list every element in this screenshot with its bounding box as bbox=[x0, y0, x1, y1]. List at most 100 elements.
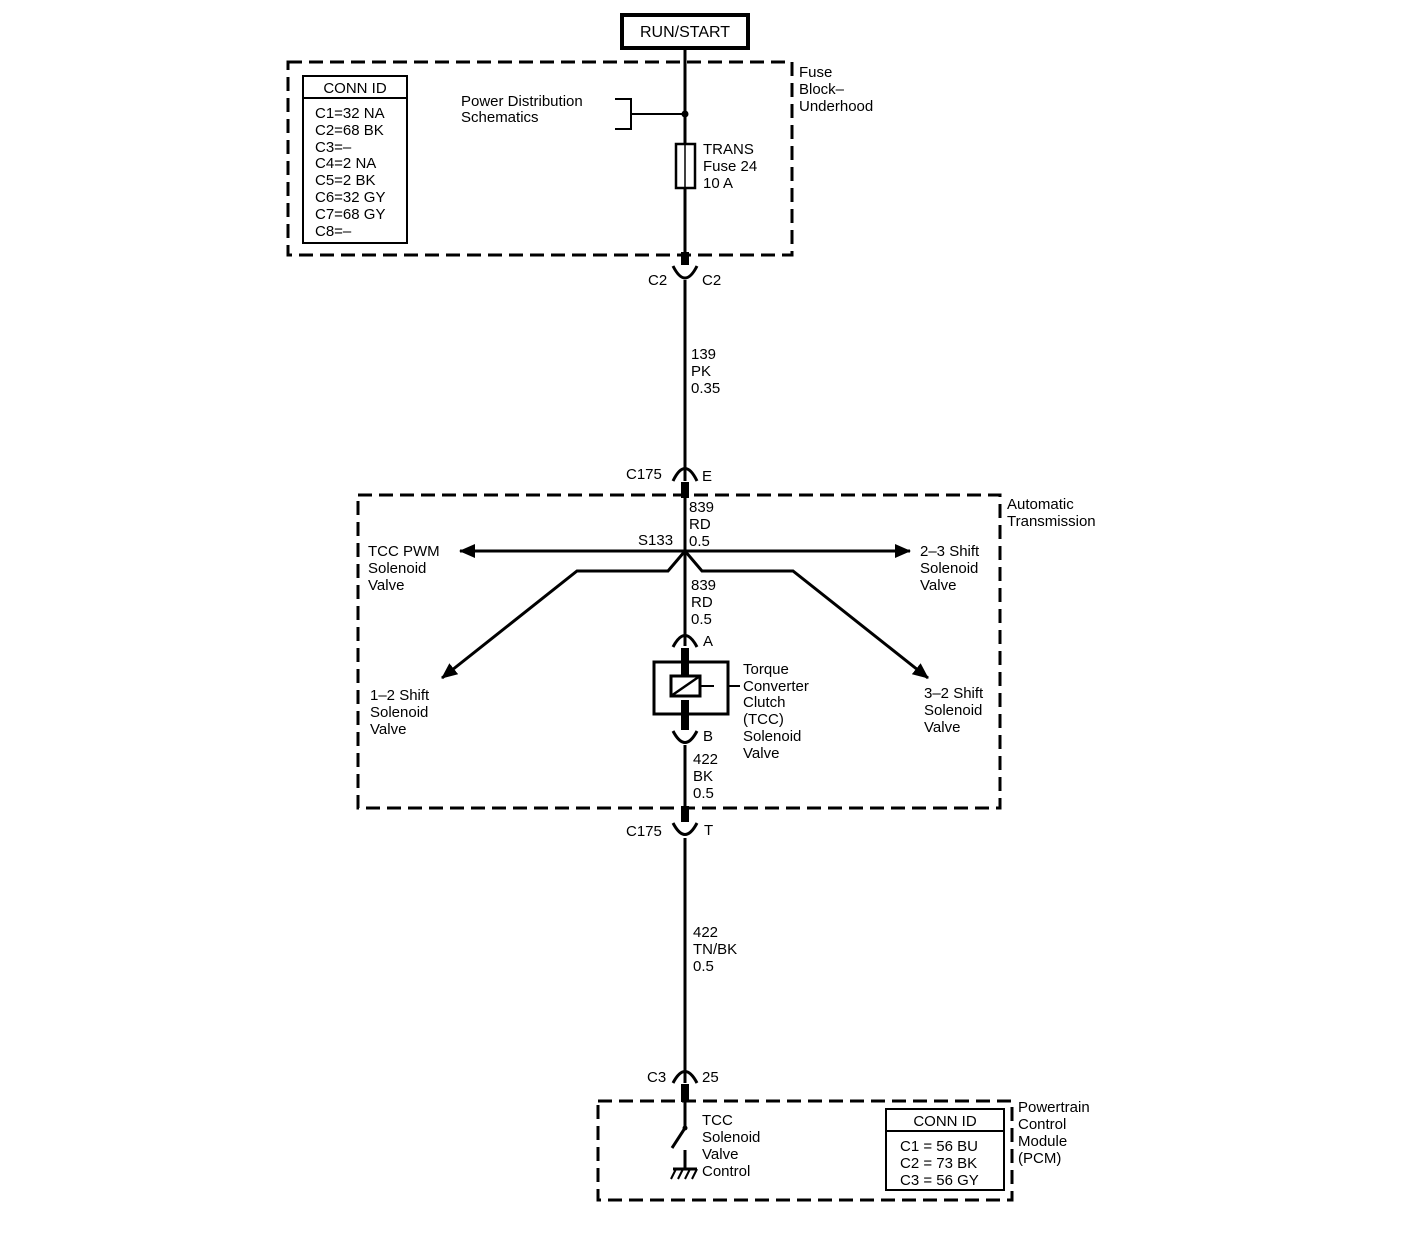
automatic-transmission-name: Automatic Transmission bbox=[1007, 496, 1096, 530]
shift-3-2-solenoid-label: 3–2 Shift Solenoid Valve bbox=[924, 685, 984, 736]
wire-839-top-label: 839 RD 0.5 bbox=[689, 499, 714, 550]
pcm-name: Powertrain Control Module (PCM) bbox=[1018, 1099, 1090, 1167]
branch-1-2-shift bbox=[441, 550, 687, 680]
svg-text:Solenoid: Solenoid bbox=[702, 1129, 760, 1146]
wire-422-tn-bk-label: 422 TN/BK 0.5 bbox=[693, 924, 737, 975]
run-start-label: RUN/START bbox=[640, 24, 730, 41]
svg-text:Valve: Valve bbox=[920, 577, 956, 594]
svg-text:TRANS: TRANS bbox=[703, 141, 754, 158]
svg-text:RD: RD bbox=[691, 594, 713, 611]
svg-text:Transmission: Transmission bbox=[1007, 513, 1096, 530]
tcc-pwm-solenoid-label: TCC PWM Solenoid Valve bbox=[368, 543, 440, 594]
conn-id-row: C8=– bbox=[315, 223, 352, 240]
automatic-transmission-box bbox=[356, 493, 1002, 810]
shift-2-3-solenoid-label: 2–3 Shift Solenoid Valve bbox=[920, 543, 980, 594]
svg-text:Fuse: Fuse bbox=[799, 64, 832, 81]
shift-1-2-solenoid-label: 1–2 Shift Solenoid Valve bbox=[370, 687, 430, 738]
conn-id-row: C6=32 GY bbox=[315, 189, 385, 206]
svg-text:Fuse 24: Fuse 24 bbox=[703, 158, 757, 175]
svg-text:0.5: 0.5 bbox=[693, 785, 714, 802]
svg-text:PK: PK bbox=[691, 363, 711, 380]
conn-id-row: C1=32 NA bbox=[315, 105, 385, 122]
branch-3-2-shift bbox=[683, 550, 929, 680]
svg-text:0.5: 0.5 bbox=[691, 611, 712, 628]
svg-text:Underhood: Underhood bbox=[799, 98, 873, 115]
svg-text:T: T bbox=[704, 822, 713, 839]
svg-text:C2: C2 bbox=[702, 272, 721, 289]
svg-text:Clutch: Clutch bbox=[743, 694, 786, 711]
svg-text:Valve: Valve bbox=[743, 745, 779, 762]
wire-139-label: 139 PK 0.35 bbox=[691, 346, 720, 397]
svg-text:Power Distribution: Power Distribution bbox=[461, 93, 583, 110]
wire-422-bk-label: 422 BK 0.5 bbox=[693, 751, 718, 802]
run-start-box: RUN/START bbox=[620, 13, 750, 50]
svg-text:A: A bbox=[703, 633, 713, 650]
connector-c175-t: C175 T bbox=[626, 822, 713, 840]
svg-text:B: B bbox=[703, 728, 713, 745]
svg-text:Module: Module bbox=[1018, 1133, 1067, 1150]
fuse-block-box bbox=[286, 60, 794, 257]
svg-text:C175: C175 bbox=[626, 466, 662, 483]
svg-text:Torque: Torque bbox=[743, 661, 789, 678]
svg-text:Valve: Valve bbox=[702, 1146, 738, 1163]
svg-text:3–2 Shift: 3–2 Shift bbox=[924, 685, 984, 702]
svg-text:C3: C3 bbox=[647, 1069, 666, 1086]
svg-text:Schematics: Schematics bbox=[461, 109, 539, 126]
svg-text:RD: RD bbox=[689, 516, 711, 533]
svg-text:TN/BK: TN/BK bbox=[693, 941, 737, 958]
svg-text:(PCM): (PCM) bbox=[1018, 1150, 1061, 1167]
fuse-24: TRANS Fuse 24 10 A bbox=[674, 141, 757, 192]
svg-text:Valve: Valve bbox=[370, 721, 406, 738]
svg-text:Control: Control bbox=[702, 1163, 750, 1180]
svg-text:E: E bbox=[702, 468, 712, 485]
connector-c175-e: C175 E bbox=[626, 466, 712, 485]
splice-dot bbox=[681, 110, 689, 118]
svg-text:Valve: Valve bbox=[368, 577, 404, 594]
svg-text:1–2 Shift: 1–2 Shift bbox=[370, 687, 430, 704]
svg-text:Solenoid: Solenoid bbox=[743, 728, 801, 745]
connector-c3: C3 25 bbox=[647, 1069, 719, 1086]
svg-text:839: 839 bbox=[691, 577, 716, 594]
svg-text:TCC: TCC bbox=[702, 1112, 733, 1129]
splice-s133-label: S133 bbox=[638, 532, 673, 549]
svg-text:2–3 Shift: 2–3 Shift bbox=[920, 543, 980, 560]
conn-id-header: CONN ID bbox=[323, 80, 387, 97]
svg-text:Solenoid: Solenoid bbox=[920, 560, 978, 577]
wire-839-bottom-label: 839 RD 0.5 bbox=[691, 577, 716, 628]
svg-text:Converter: Converter bbox=[743, 678, 809, 695]
pcm-conn-id-table: CONN ID C1 = 56 BU C2 = 73 BK C3 = 56 GY bbox=[885, 1108, 1005, 1191]
svg-text:C175: C175 bbox=[626, 823, 662, 840]
connector-c2: C2 C2 bbox=[648, 265, 721, 289]
svg-text:BK: BK bbox=[693, 768, 713, 785]
svg-text:139: 139 bbox=[691, 346, 716, 363]
svg-text:10 A: 10 A bbox=[703, 175, 733, 192]
fuse-block-name: Fuse Block– Underhood bbox=[799, 64, 873, 115]
connector-pin-b: B bbox=[671, 728, 713, 745]
svg-text:Solenoid: Solenoid bbox=[370, 704, 428, 721]
svg-text:Solenoid: Solenoid bbox=[368, 560, 426, 577]
svg-text:0.5: 0.5 bbox=[693, 958, 714, 975]
conn-id-row: C3=– bbox=[315, 139, 352, 156]
conn-id-row: C5=2 BK bbox=[315, 172, 375, 189]
connector-pin-a: A bbox=[671, 633, 713, 650]
svg-text:839: 839 bbox=[689, 499, 714, 516]
conn-id-row: C2 = 73 BK bbox=[900, 1155, 977, 1172]
power-distribution-reference: Power Distribution Schematics bbox=[461, 93, 689, 130]
tcc-solenoid-valve bbox=[652, 660, 740, 716]
svg-text:422: 422 bbox=[693, 751, 718, 768]
svg-text:Valve: Valve bbox=[924, 719, 960, 736]
svg-text:0.35: 0.35 bbox=[691, 380, 720, 397]
svg-text:TCC PWM: TCC PWM bbox=[368, 543, 440, 560]
conn-id-row: C1 = 56 BU bbox=[900, 1138, 978, 1155]
svg-text:422: 422 bbox=[693, 924, 718, 941]
ground-icon bbox=[670, 1167, 698, 1180]
tcc-control-label: TCC Solenoid Valve Control bbox=[702, 1112, 760, 1180]
conn-id-row: C7=68 GY bbox=[315, 206, 385, 223]
fuse-block-conn-id-table: CONN ID C1=32 NA C2=68 BK C3=– C4=2 NA C… bbox=[302, 75, 408, 244]
conn-id-row: C4=2 NA bbox=[315, 155, 376, 172]
pcm-box bbox=[596, 1099, 1014, 1202]
conn-id-row: C3 = 56 GY bbox=[900, 1172, 979, 1189]
svg-text:0.5: 0.5 bbox=[689, 533, 710, 550]
conn-id-row: C2=68 BK bbox=[315, 122, 384, 139]
